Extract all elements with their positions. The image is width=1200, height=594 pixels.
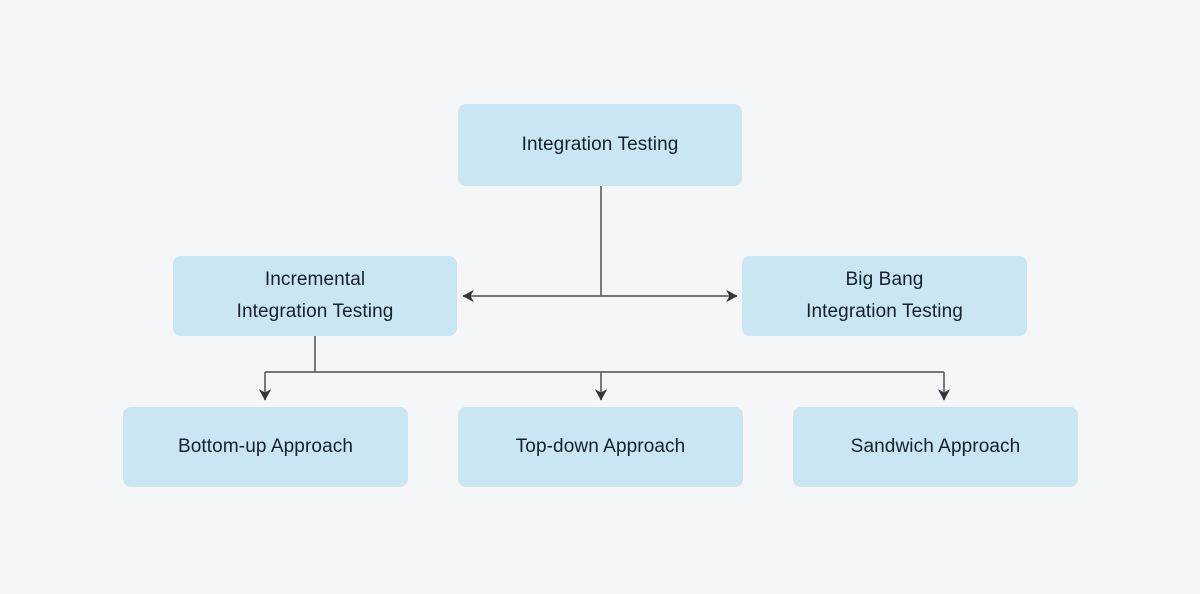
node-label: Bottom-up Approach <box>177 436 354 457</box>
node-label: Integration Testing <box>521 134 679 155</box>
node-label: Sandwich Approach <box>850 436 1021 457</box>
node-big-bang-integration-testing[interactable]: Big Bang Integration Testing <box>742 256 1027 336</box>
node-label-line2: Integration Testing <box>236 301 394 322</box>
node-bottom-up-approach[interactable]: Bottom-up Approach <box>123 407 408 487</box>
node-incremental-integration-testing[interactable]: Incremental Integration Testing <box>173 256 457 336</box>
node-integration-testing[interactable]: Integration Testing <box>458 104 742 186</box>
node-top-down-approach[interactable]: Top-down Approach <box>458 407 743 487</box>
node-sandwich-approach[interactable]: Sandwich Approach <box>793 407 1078 487</box>
node-label: Top-down Approach <box>515 436 686 457</box>
node-label-line2: Integration Testing <box>806 301 963 322</box>
node-label-line1: Incremental <box>264 269 366 290</box>
node-label-line1: Big Bang <box>845 269 924 290</box>
